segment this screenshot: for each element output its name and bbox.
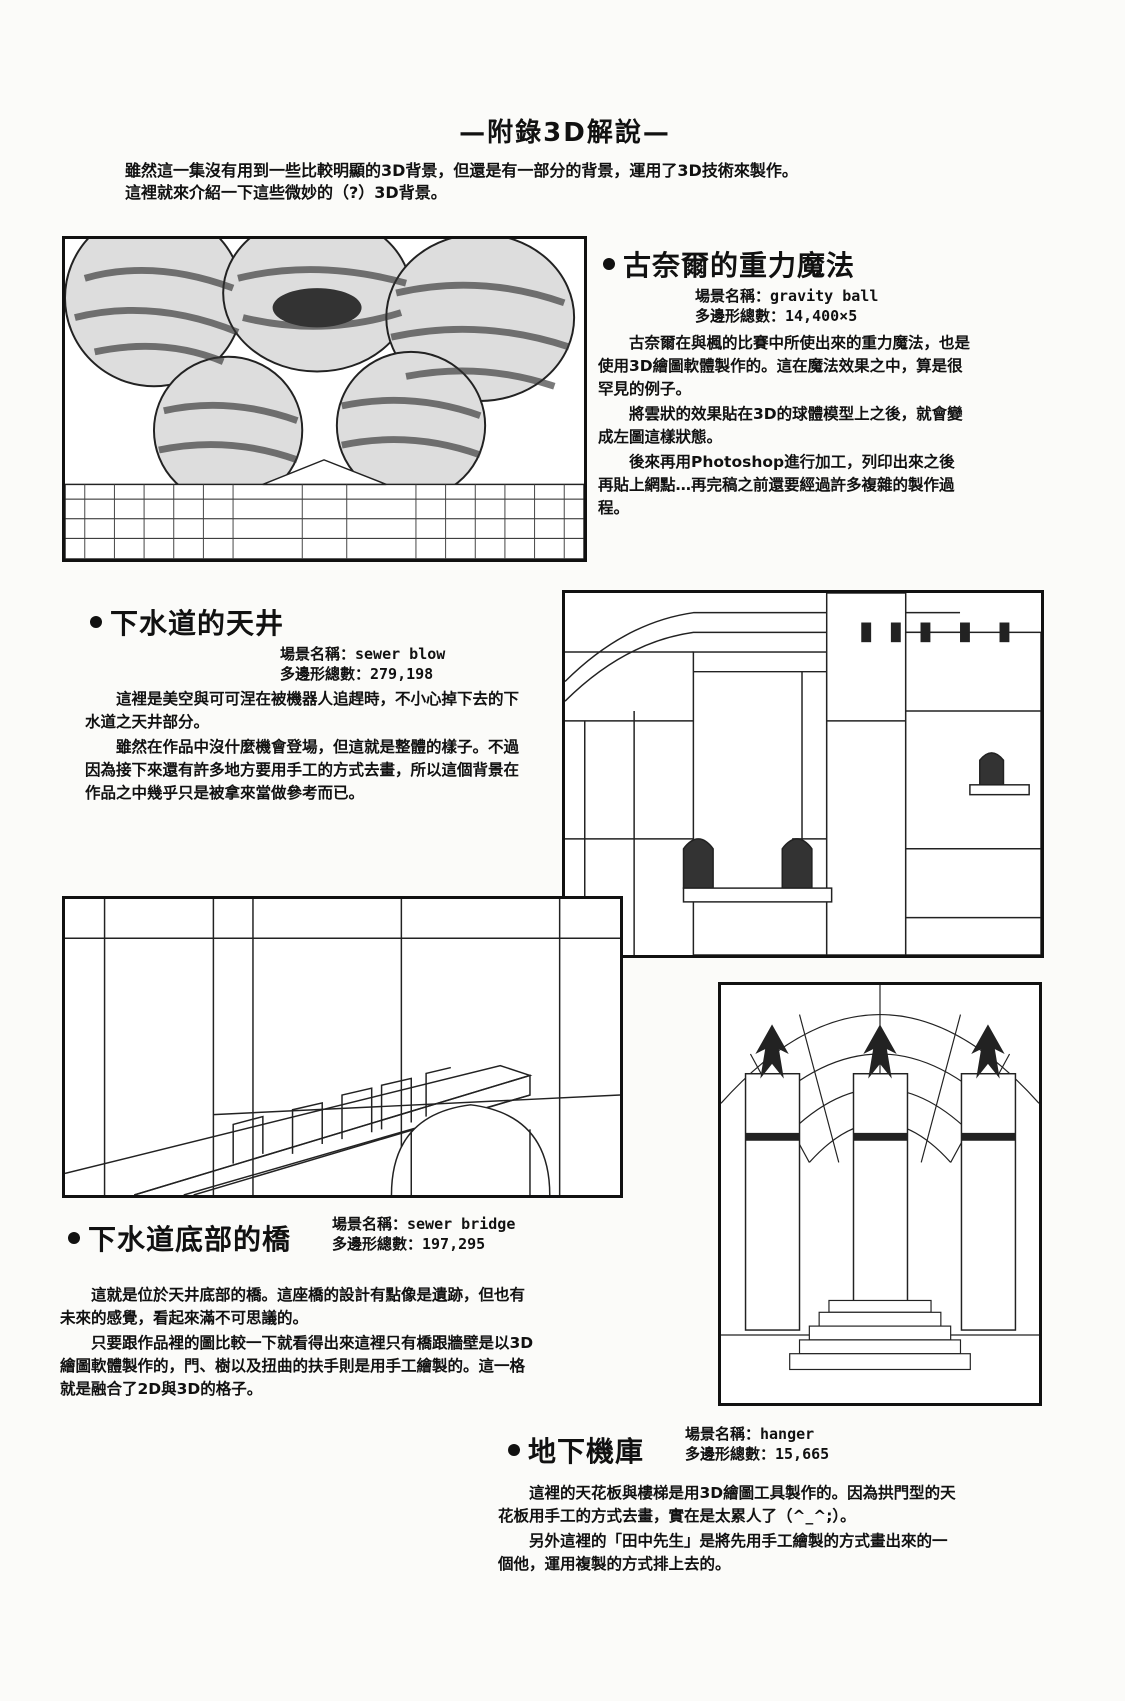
section-title: 下水道底部的橋 [88,1223,292,1256]
section-sewer-ceiling-heading: 下水道的天井 [90,602,284,642]
scene-name: 場景名稱：hanger [685,1425,815,1443]
section-title: 古奈爾的重力魔法 [623,249,856,282]
section-hangar-body: 這裡的天花板與樓梯是用3D繪圖工具製作的。因為拱門型的天花板用手工的方式去畫，實… [498,1482,958,1578]
bullet-icon [603,258,615,270]
hangar-illustration [718,982,1042,1406]
section-sewer-bridge-meta: 場景名稱：sewer bridge 多邊形總數：197,295 [332,1214,515,1254]
intro-line-1: 雖然這一集沒有用到一些比較明顯的3D背景，但還是有一部分的背景，運用了3D技術來… [125,161,798,180]
bullet-icon [90,616,102,628]
intro-text: 雖然這一集沒有用到一些比較明顯的3D背景，但還是有一部分的背景，運用了3D技術來… [125,160,1025,204]
paragraph: 這裡是美空與可可涅在被機器人追趕時，不小心掉下去的下水道之天井部分。 [85,690,520,731]
paragraph: 這裡的天花板與樓梯是用3D繪圖工具製作的。因為拱門型的天花板用手工的方式去畫，實… [498,1484,956,1525]
paragraph: 古奈爾在與楓的比賽中所使出來的重力魔法，也是使用3D繪圖軟體製作的。這在魔法效果… [598,334,971,398]
section-sewer-ceiling-body: 這裡是美空與可可涅在被機器人追趕時，不小心掉下去的下水道之天井部分。 雖然在作品… [85,688,521,807]
page-title: —附錄3D解說— [459,118,671,148]
paragraph: 這就是位於天井底部的橋。這座橋的設計有點像是遺跡，但也有未來的感覺，看起來滿不可… [60,1286,526,1327]
scene-name: 場景名稱：gravity ball [695,287,879,305]
paragraph: 雖然在作品中沒什麼機會登場，但這就是整體的樣子。不過因為接下來還有許多地方要用手… [85,738,520,802]
paragraph: 另外這裡的「田中先生」是將先用手工繪製的方式畫出來的一個他，運用複製的方式排上去… [498,1532,948,1573]
paragraph: 將雲狀的效果貼在3D的球體模型上之後，就會變成左圖這樣狀態。 [598,405,963,446]
polygon-count: 多邊形總數：14,400×5 [695,307,858,325]
bullet-icon [508,1444,520,1456]
scene-name: 場景名稱：sewer blow [280,645,446,663]
section-hangar-heading: 地下機庫 [508,1430,644,1470]
section-title: 下水道的天井 [110,607,285,640]
polygon-count: 多邊形總數：279,198 [280,665,434,683]
section-hangar-meta: 場景名稱：hanger 多邊形總數：15,665 [685,1424,829,1464]
section-sewer-ceiling-meta: 場景名稱：sewer blow 多邊形總數：279,198 [280,644,445,684]
paragraph: 只要跟作品裡的圖比較一下就看得出來這裡只有橋跟牆壁是以3D繪圖軟體製作的，門、樹… [60,1334,534,1398]
polygon-count: 多邊形總數：15,665 [685,1445,830,1463]
intro-line-2: 這裡就來介紹一下這些微妙的（?）3D背景。 [125,183,447,202]
sewer-bridge-illustration [62,896,623,1198]
scene-name: 場景名稱：sewer bridge [332,1215,516,1233]
section-gravity-meta: 場景名稱：gravity ball 多邊形總數：14,400×5 [695,286,878,326]
section-title: 地下機庫 [528,1435,645,1468]
gravity-ball-illustration [62,236,587,562]
polygon-count: 多邊形總數：197,295 [332,1235,486,1253]
section-gravity-heading: 古奈爾的重力魔法 [603,244,855,284]
paragraph: 後來再用Photoshop進行加工，列印出來之後再貼上網點…再完稿之前還要經過許… [598,453,955,517]
section-sewer-bridge-heading: 下水道底部的橋 [68,1218,291,1258]
bullet-icon [68,1232,80,1244]
section-gravity-body: 古奈爾在與楓的比賽中所使出來的重力魔法，也是使用3D繪圖軟體製作的。這在魔法效果… [598,332,970,522]
section-sewer-bridge-body: 這就是位於天井底部的橋。這座橋的設計有點像是遺跡，但也有未來的感覺，看起來滿不可… [60,1284,540,1403]
sewer-ceiling-illustration [562,590,1044,958]
